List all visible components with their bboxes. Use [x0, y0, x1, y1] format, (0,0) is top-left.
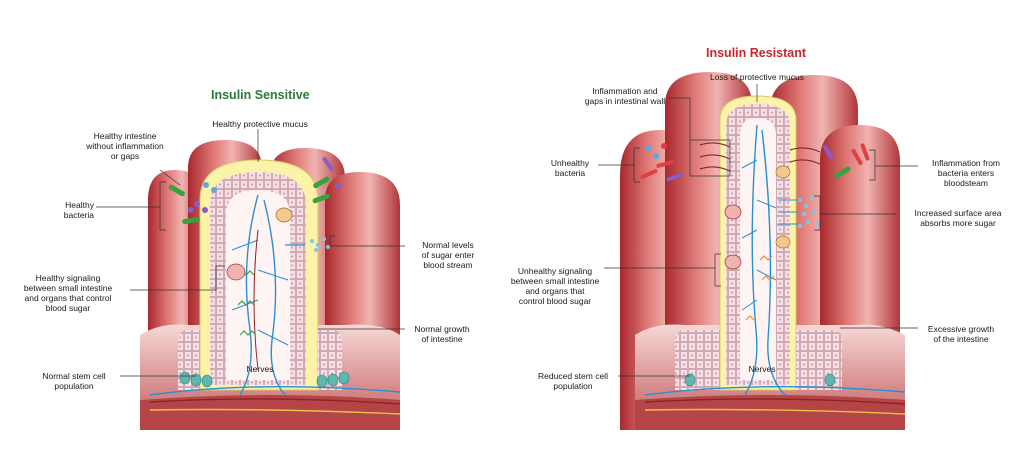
label-nerves-right: Nerves: [748, 364, 776, 374]
label-inflammation-gaps: Inflammation and gaps in intestinal wall: [584, 86, 666, 106]
left-title: Insulin Sensitive: [211, 88, 310, 102]
label-healthy-intestine: Healthy intestine without inflammation o…: [86, 131, 164, 161]
left-signal-cell: [226, 263, 246, 281]
label-loss-mucus: Loss of protective mucus: [709, 72, 804, 82]
label-normal-sugar: Normal levels of sugar enter blood strea…: [421, 240, 475, 270]
label-unhealthy-bacteria: Unhealthy bacteria: [550, 158, 590, 178]
leader-lines: [96, 84, 918, 377]
left-bacteria: [168, 157, 341, 225]
label-nerves-left: Nerves: [246, 364, 274, 374]
label-reduced-stem: Reduced stem cell population: [538, 371, 608, 391]
label-healthy-mucus: Healthy protective mucus: [212, 119, 308, 129]
label-inflammation-bacteria: Inflammation from bacteria enters bloods…: [931, 158, 1001, 188]
label-increased-surface: Increased surface area absorbs more suga…: [914, 208, 1002, 228]
right-diagram: [620, 72, 906, 430]
label-unhealthy-signaling: Unhealthy signaling between small intest…: [510, 266, 600, 306]
right-title: Insulin Resistant: [706, 46, 807, 60]
label-normal-stem: Normal stem cell population: [42, 371, 106, 391]
label-healthy-bacteria: Healthy bacteria: [63, 200, 94, 220]
label-excessive-growth: Excessive growth of the intestine: [927, 324, 995, 344]
left-diagram: [140, 140, 401, 430]
right-bacteria: [640, 143, 870, 182]
label-healthy-signaling: Healthy signaling between small intestin…: [23, 273, 113, 313]
label-normal-growth: Normal growth of intestine: [414, 324, 470, 344]
